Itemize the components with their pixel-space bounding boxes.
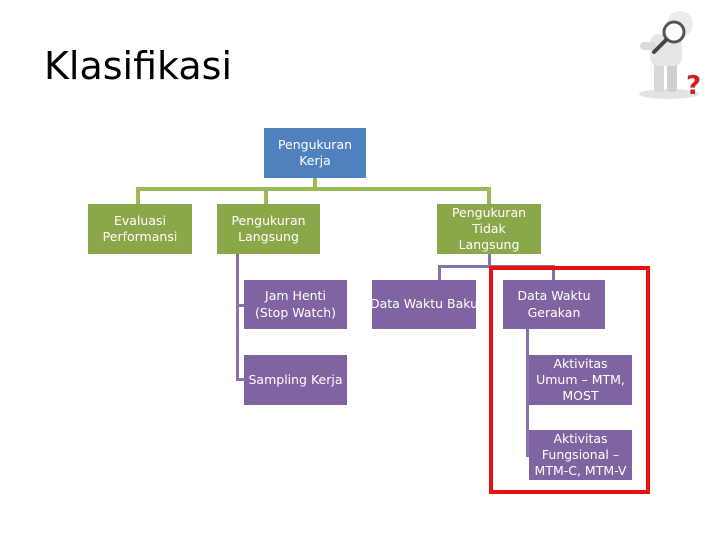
node-pengukuran-kerja: Pengukuran Kerja: [264, 128, 366, 178]
node-pengukuran-langsung: Pengukuran Langsung: [217, 204, 320, 254]
highlight-frame: [489, 266, 650, 494]
node-data-waktu-baku: Data Waktu Baku: [372, 280, 476, 329]
connector: [487, 189, 491, 204]
connector: [136, 189, 140, 204]
connector: [438, 265, 441, 280]
magnifier-question-figure-icon: ?: [624, 2, 718, 102]
connector: [264, 189, 268, 204]
node-pengukuran-tidak-langsung: Pengukuran Tidak Langsung: [437, 204, 541, 254]
node-evaluasi-performansi: Evaluasi Performansi: [88, 204, 192, 254]
slide-title: Klasifikasi: [44, 44, 232, 88]
node-jam-henti: Jam Henti (Stop Watch): [244, 280, 347, 329]
svg-text:?: ?: [686, 71, 701, 101]
node-sampling-kerja: Sampling Kerja: [244, 355, 347, 405]
connector: [136, 187, 491, 191]
connector: [236, 253, 239, 380]
